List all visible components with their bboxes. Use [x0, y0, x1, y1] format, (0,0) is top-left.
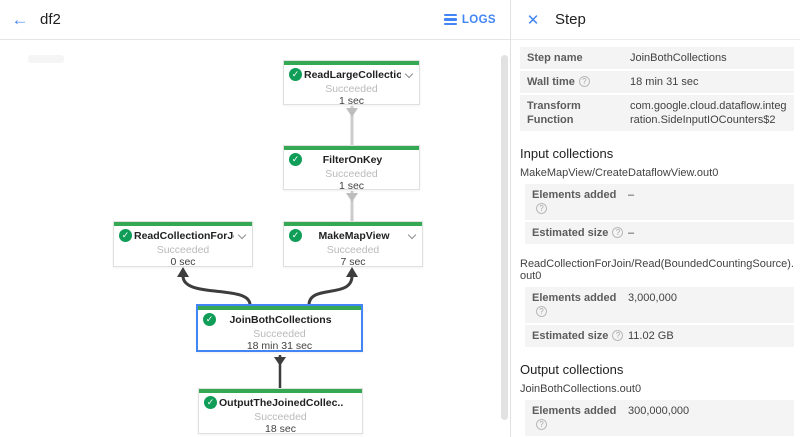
back-arrow-icon[interactable]: ← [11, 9, 29, 29]
graph-pane: ← df2 LOGS ✓ [0, 0, 510, 435]
node-status-bar [199, 389, 362, 393]
node-status: Succeeded [325, 83, 378, 95]
property-value: 18 min 31 sec [630, 76, 699, 88]
property-row: Transform Function com.google.cloud.data… [520, 95, 794, 133]
metric-label: Elements added? [532, 405, 617, 430]
node-status-bar [114, 222, 252, 226]
metric-value: 3,000,000 [628, 292, 677, 304]
step-properties-table: Step name JoinBothCollections Wall time?… [520, 47, 794, 133]
help-icon[interactable]: ? [612, 330, 624, 341]
node-time: 1 sec [338, 180, 365, 192]
metric-label: Estimated size? [532, 226, 628, 240]
check-circle-icon: ✓ [289, 68, 302, 81]
node-join-both-collections-selected[interactable]: ✓ JoinBothCollections Succeeded 18 min 3… [196, 304, 363, 352]
node-make-map-view[interactable]: ✓ MakeMapView Succeeded 7 sec [283, 221, 423, 268]
property-label: Wall time? [527, 75, 630, 89]
metric-label: Elements added? [532, 189, 617, 214]
metric-label: Elements added? [532, 292, 617, 317]
node-status-bar [284, 146, 419, 150]
node-time: 18 sec [265, 423, 296, 435]
property-label: Transform Function [527, 100, 581, 126]
check-circle-icon: ✓ [289, 229, 302, 242]
panel-header: ✕ Step [511, 0, 800, 40]
node-time: 0 sec [170, 256, 196, 268]
metric-label: Estimated size? [532, 329, 628, 343]
output-collections-heading: Output collections [520, 362, 624, 377]
help-icon[interactable]: ? [578, 76, 590, 87]
node-title: JoinBothCollections [229, 314, 332, 326]
property-value: JoinBothCollections [630, 52, 727, 64]
node-status: Succeeded [156, 244, 210, 256]
property-value: com.google.cloud.dataflow.integration.Si… [630, 100, 787, 126]
node-status: Succeeded [326, 244, 380, 256]
collection-metrics: Elements added? – Estimated size? – [525, 184, 794, 246]
graph-edges [177, 106, 358, 389]
node-status: Succeeded [253, 328, 306, 340]
close-icon[interactable]: ✕ [526, 11, 540, 29]
metric-row: Elements added? – [525, 184, 794, 222]
node-time: 18 min 31 sec [246, 340, 313, 352]
metric-value: – [628, 227, 635, 239]
node-read-collection-for-join[interactable]: ✓ ReadCollectionForJoin Succeeded 0 sec [113, 221, 253, 268]
property-label: Step name [527, 52, 583, 64]
collection-metrics: Elements added? 3,000,000 Estimated size… [525, 287, 794, 349]
collection-name: JoinBothCollections.out0 [520, 383, 642, 395]
metric-value: – [628, 189, 635, 201]
redacted-smudge [28, 55, 64, 63]
node-title: FilterOnKey [322, 154, 383, 166]
node-status: Succeeded [325, 168, 378, 180]
node-title: MakeMapView [318, 230, 390, 242]
input-collections-heading: Input collections [520, 146, 614, 161]
metric-row: Estimated size? 11.02 GB [525, 325, 794, 349]
vertical-scrollbar[interactable] [501, 55, 508, 420]
help-icon[interactable]: ? [536, 203, 547, 214]
help-icon[interactable]: ? [612, 227, 624, 238]
property-row: Step name JoinBothCollections [520, 47, 794, 71]
node-status-bar [198, 306, 361, 310]
metric-row: Estimated size? – [525, 222, 794, 246]
node-time: 1 sec [338, 95, 365, 107]
panel-title: Step [555, 11, 586, 28]
metric-value: 11.02 GB [628, 330, 674, 342]
node-output-the-joined-collection[interactable]: ✓ OutputTheJoinedCollec... Succeeded 18 … [198, 388, 363, 435]
step-details-panel: ✕ Step Step name JoinBothCollections Wal… [510, 0, 800, 437]
help-icon[interactable]: ? [536, 419, 547, 430]
metric-row: Elements added? 300,000,000 [525, 400, 794, 437]
node-title: ReadCollectionForJoin [134, 230, 234, 242]
node-title: ReadLargeCollectionFr... [304, 69, 401, 81]
check-circle-icon: ✓ [289, 153, 302, 166]
metric-value: 300,000,000 [628, 405, 690, 417]
check-circle-icon: ✓ [204, 396, 217, 409]
property-row: Wall time? 18 min 31 sec [520, 71, 794, 95]
logs-button[interactable]: LOGS [443, 13, 496, 26]
logs-button-label: LOGS [461, 13, 496, 26]
node-title: OutputTheJoinedCollec... [219, 397, 344, 409]
node-status-bar [284, 222, 422, 226]
job-toolbar: ← df2 LOGS [0, 0, 510, 40]
collection-name: ReadCollectionForJoin/Read(BoundedCounti… [520, 258, 794, 282]
node-status-bar [284, 61, 419, 65]
node-time: 7 sec [340, 256, 366, 268]
check-circle-icon: ✓ [203, 313, 216, 326]
node-read-large-collection[interactable]: ✓ ReadLargeCollectionFr... Succeeded 1 s… [283, 60, 420, 107]
collection-name: MakeMapView/CreateDataflowView.out0 [520, 167, 719, 179]
panel-body: Step name JoinBothCollections Wall time?… [511, 40, 800, 437]
chevron-down-icon[interactable] [407, 230, 417, 240]
check-circle-icon: ✓ [119, 229, 132, 242]
collection-metrics: Elements added? 300,000,000 Estimated si… [525, 400, 794, 437]
job-title: df2 [40, 11, 61, 28]
chevron-down-icon[interactable] [237, 230, 247, 240]
chevron-down-icon[interactable] [404, 69, 414, 79]
node-filter-on-key[interactable]: ✓ FilterOnKey Succeeded 1 sec [283, 145, 420, 192]
metric-row: Elements added? 3,000,000 [525, 287, 794, 325]
logs-icon [443, 13, 457, 26]
node-status: Succeeded [254, 411, 307, 423]
help-icon[interactable]: ? [536, 306, 547, 317]
